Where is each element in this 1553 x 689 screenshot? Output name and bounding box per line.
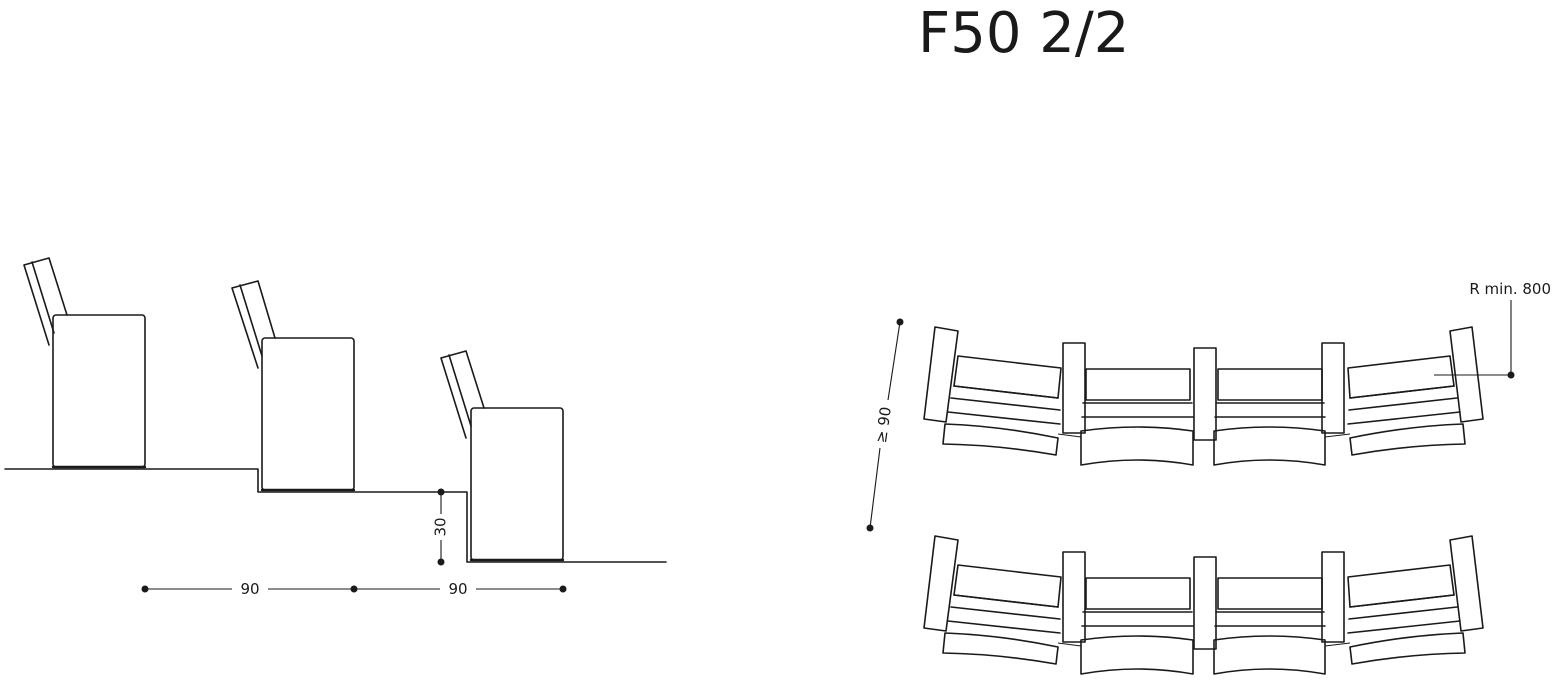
- side-seat-3: [440, 350, 565, 562]
- step-height-dimension: 30: [432, 488, 450, 566]
- seat-row-front: [923, 326, 1484, 466]
- seat-body: [52, 314, 146, 468]
- row-spacing-dimension: 90 90: [141, 580, 567, 598]
- seat-backrest: [231, 280, 276, 369]
- side-seat-1: [23, 257, 147, 469]
- radius-annotation: R min. 800: [1434, 280, 1551, 379]
- seat-body: [261, 337, 355, 491]
- seat-row-back: [923, 535, 1484, 675]
- drawing-title: F50 2/2: [918, 1, 1129, 66]
- stepped-floor: [4, 468, 667, 563]
- side-seat-2: [231, 280, 356, 492]
- row-distance-label: ≥ 90: [872, 406, 895, 445]
- step-height-label: 30: [432, 517, 450, 536]
- seat-backrest: [23, 257, 68, 346]
- plan-view: R min. 800 ≥ 90: [866, 280, 1551, 675]
- row-spacing-label-1: 90: [240, 580, 259, 598]
- radius-label: R min. 800: [1469, 280, 1551, 298]
- row-distance-dimension: ≥ 90: [866, 318, 904, 532]
- side-view: 30 90 90: [4, 257, 667, 598]
- seat-backrest: [440, 350, 485, 439]
- row-spacing-label-2: 90: [448, 580, 467, 598]
- seat-body: [470, 407, 564, 561]
